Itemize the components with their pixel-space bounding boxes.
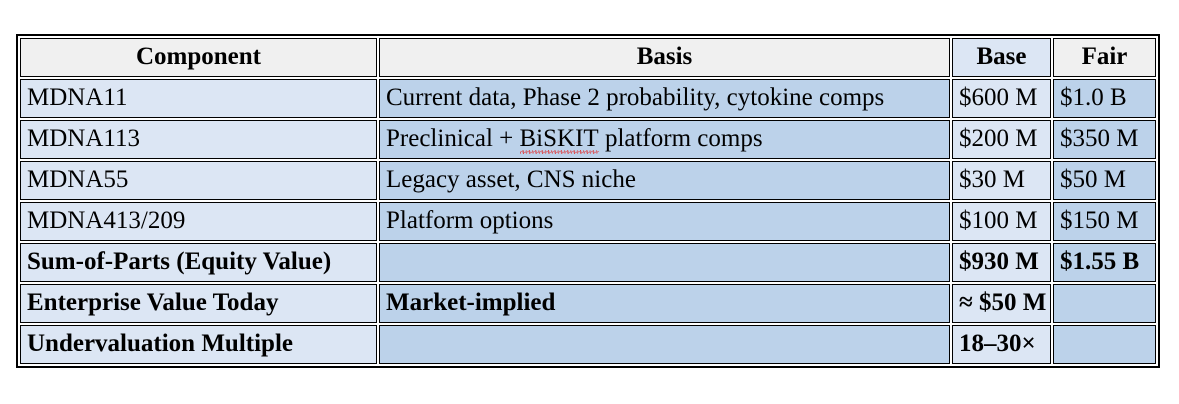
table-row: MDNA11 Current data, Phase 2 probability… xyxy=(20,79,1156,118)
table-row: MDNA413/209 Platform options $100 M $150… xyxy=(20,202,1156,241)
basis-text-prefix: Preclinical + xyxy=(386,125,520,152)
cell-fair: $1.55 B xyxy=(1053,243,1156,282)
cell-fair xyxy=(1053,325,1156,364)
sum-of-parts-table-container: Component Basis Base Fair MDNA11 Current… xyxy=(16,34,1160,368)
cell-component: MDNA113 xyxy=(20,120,377,159)
cell-basis xyxy=(379,243,950,282)
table-row: MDNA113 Preclinical + BiSKIT platform co… xyxy=(20,120,1156,159)
basis-text-suffix: platform comps xyxy=(598,125,763,152)
cell-basis: Current data, Phase 2 probability, cytok… xyxy=(379,79,950,118)
spellcheck-misspelled-word[interactable]: BiSKIT xyxy=(519,125,599,154)
cell-component: Enterprise Value Today xyxy=(20,284,377,323)
cell-base: $930 M xyxy=(952,243,1051,282)
column-header-basis: Basis xyxy=(379,38,950,77)
cell-base: $100 M xyxy=(952,202,1051,241)
cell-fair: $1.0 B xyxy=(1053,79,1156,118)
cell-fair xyxy=(1053,284,1156,323)
cell-component: MDNA413/209 xyxy=(20,202,377,241)
cell-fair: $150 M xyxy=(1053,202,1156,241)
cell-basis xyxy=(379,325,950,364)
cell-basis: Legacy asset, CNS niche xyxy=(379,161,950,200)
sum-of-parts-table: Component Basis Base Fair MDNA11 Current… xyxy=(16,34,1160,368)
cell-component: Sum-of-Parts (Equity Value) xyxy=(20,243,377,282)
cell-component: MDNA55 xyxy=(20,161,377,200)
cell-component: MDNA11 xyxy=(20,79,377,118)
column-header-base: Base xyxy=(952,38,1051,77)
table-header-row: Component Basis Base Fair xyxy=(20,38,1156,77)
column-header-fair: Fair xyxy=(1053,38,1156,77)
cell-basis: Preclinical + BiSKIT platform comps xyxy=(379,120,950,159)
cell-base: $600 M xyxy=(952,79,1051,118)
cell-base: 18–30× xyxy=(952,325,1051,364)
table-row-summary: Enterprise Value Today Market-implied ≈ … xyxy=(20,284,1156,323)
cell-base: $30 M xyxy=(952,161,1051,200)
column-header-component: Component xyxy=(20,38,377,77)
table-row-summary: Undervaluation Multiple 18–30× xyxy=(20,325,1156,364)
cell-base: ≈ $50 M xyxy=(952,284,1051,323)
cell-basis: Platform options xyxy=(379,202,950,241)
cell-component: Undervaluation Multiple xyxy=(20,325,377,364)
cell-fair: $50 M xyxy=(1053,161,1156,200)
table-row-summary: Sum-of-Parts (Equity Value) $930 M $1.55… xyxy=(20,243,1156,282)
cell-base: $200 M xyxy=(952,120,1051,159)
table-row: MDNA55 Legacy asset, CNS niche $30 M $50… xyxy=(20,161,1156,200)
cell-fair: $350 M xyxy=(1053,120,1156,159)
cell-basis: Market-implied xyxy=(379,284,950,323)
